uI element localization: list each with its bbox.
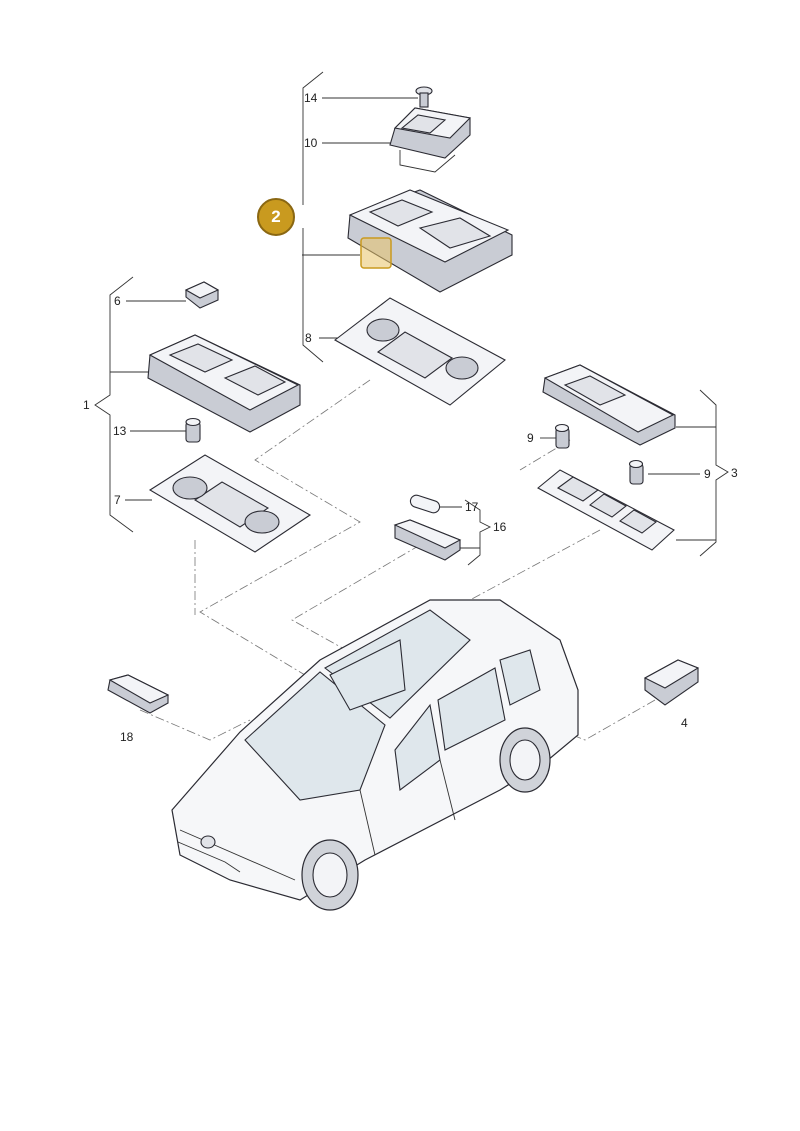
part-17-bulb xyxy=(409,494,441,514)
part-1-console-housing xyxy=(147,334,301,433)
sunroof xyxy=(329,639,406,711)
callout-6: 6 xyxy=(114,294,121,308)
part-8-trim-frame xyxy=(334,297,506,406)
bracket-lines xyxy=(94,71,729,566)
part-9-holder-a xyxy=(554,423,570,449)
callout-4: 4 xyxy=(681,716,688,730)
callout-18: 18 xyxy=(120,730,134,744)
part-4-switch xyxy=(643,659,700,706)
part-13-bulb-holder xyxy=(185,417,201,443)
part-2-console-housing xyxy=(347,189,513,293)
callout-7: 7 xyxy=(114,493,121,507)
callout-9-right: 9 xyxy=(704,467,711,481)
part-3-lens-frame xyxy=(537,469,675,551)
part-3-housing xyxy=(542,364,676,446)
callout-leaders xyxy=(125,97,700,549)
callout-8: 8 xyxy=(305,331,312,345)
part-10-switch xyxy=(389,107,472,173)
part-18-lamp xyxy=(107,674,170,714)
callout-13: 13 xyxy=(113,424,127,438)
highlight-badge: 2 xyxy=(257,198,295,236)
callout-1: 1 xyxy=(83,398,90,412)
part-6-relay xyxy=(184,281,220,309)
callout-3: 3 xyxy=(731,466,738,480)
vehicle-suv xyxy=(171,599,579,911)
callout-17: 17 xyxy=(465,500,479,514)
part-7-trim-frame xyxy=(148,454,312,553)
callout-10: 10 xyxy=(304,136,318,150)
part-14-screw xyxy=(415,86,433,108)
callout-14: 14 xyxy=(304,91,318,105)
part-9-holder-b xyxy=(628,459,644,485)
highlight-marker xyxy=(360,237,392,269)
callout-16: 16 xyxy=(493,520,507,534)
callout-9-left: 9 xyxy=(527,431,534,445)
part-16-housing xyxy=(393,519,462,561)
